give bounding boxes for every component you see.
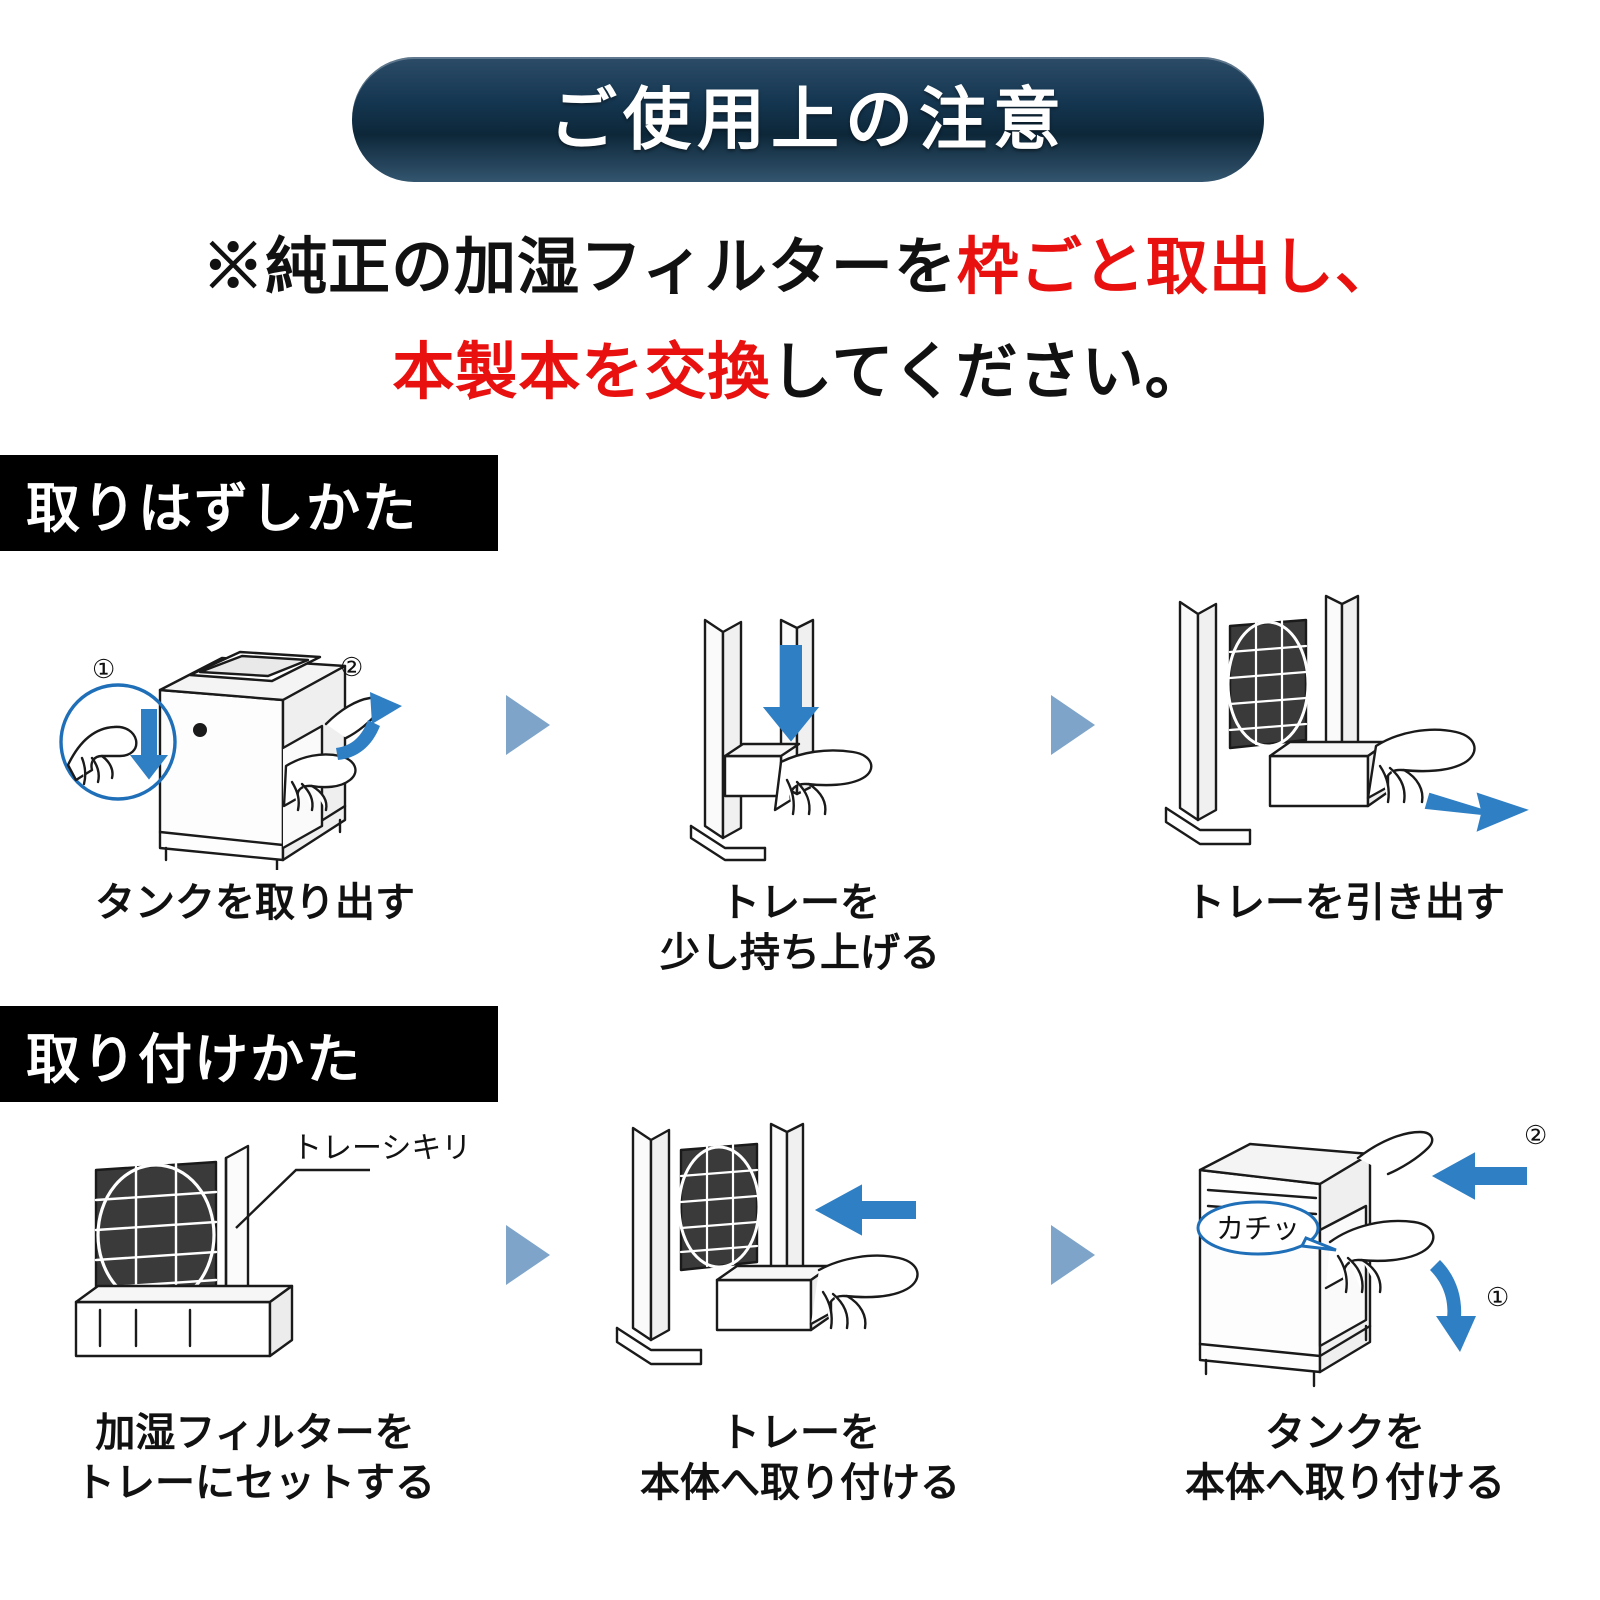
notice-line-1-red: 枠ごと取出し、 [956,233,1398,302]
notice-block: ※純正の加湿フィルターを枠ごと取出し、 本製本を交換してください。 [0,215,1600,425]
removal-step-3: トレーを引き出す [1130,580,1560,928]
removal-step-1-illustration: ① ② [40,580,470,870]
step-separator-arrow-4 [1015,1110,1130,1400]
marker-1-circle-2: ② [340,652,363,682]
marker-3-circle-1: ① [1486,1282,1509,1312]
notice-line-2-black: してください。 [770,338,1208,407]
install-step-3-callout: カチッ [1216,1213,1300,1244]
section-label-removal: 取りはずしかた [0,455,498,551]
install-step-1: トレーシキリ 加湿フィルターを トレーにセットする [40,1110,470,1508]
page-title: ご使用上の注意 [548,81,1067,158]
section-label-installation-text: 取り付けかた [26,1029,362,1090]
section-label-removal-text: 取りはずしかた [26,478,418,539]
install-step-2-caption: トレーを 本体へ取り付ける [640,1411,960,1505]
marker-3-circle-2: ② [1524,1120,1547,1150]
triangle-right-icon [505,695,550,755]
triangle-right-icon [1050,1225,1095,1285]
install-step-1-caption: 加湿フィルターを トレーにセットする [75,1411,435,1505]
step-separator-arrow-2 [1015,580,1130,870]
section-label-installation: 取り付けかた [0,1006,498,1102]
installation-steps-row: トレーシキリ 加湿フィルターを トレーにセットする [40,1110,1560,1540]
step-separator-arrow-3 [470,1110,585,1400]
removal-steps-row: ① ② タンクを取り出す [40,580,1560,980]
removal-step-3-illustration [1130,580,1560,870]
install-step-3-illustration: カチッ ② ① [1130,1110,1560,1400]
removal-step-1-caption: タンクを取り出す [95,881,415,925]
marker-1-circle-1: ① [92,654,115,684]
removal-step-2-caption: トレーを 少し持ち上げる [660,881,940,975]
install-step-3: カチッ ② ① タンクを 本体へ取り付ける [1130,1110,1560,1508]
install-step-2: トレーを 本体へ取り付ける [585,1110,1015,1508]
header-banner: ご使用上の注意 [352,57,1264,182]
removal-step-3-caption: トレーを引き出す [1185,881,1505,925]
removal-step-2: トレーを 少し持ち上げる [585,580,1015,978]
removal-step-1: ① ② タンクを取り出す [40,580,470,928]
install-step-1-callout: トレーシキリ [292,1132,470,1165]
removal-step-2-illustration [585,580,1015,870]
triangle-right-icon [505,1225,550,1285]
notice-line-1: ※純正の加湿フィルターを枠ごと取出し、 [0,215,1600,320]
step-separator-arrow-1 [470,580,585,870]
install-step-2-illustration [585,1110,1015,1400]
install-step-1-illustration: トレーシキリ [40,1110,470,1400]
notice-line-1-black: ※純正の加湿フィルターを [202,233,957,302]
triangle-right-icon [1050,695,1095,755]
notice-line-2: 本製本を交換してください。 [0,320,1600,425]
notice-line-2-red: 本製本を交換 [392,338,771,407]
install-step-3-caption: タンクを 本体へ取り付ける [1185,1411,1505,1505]
